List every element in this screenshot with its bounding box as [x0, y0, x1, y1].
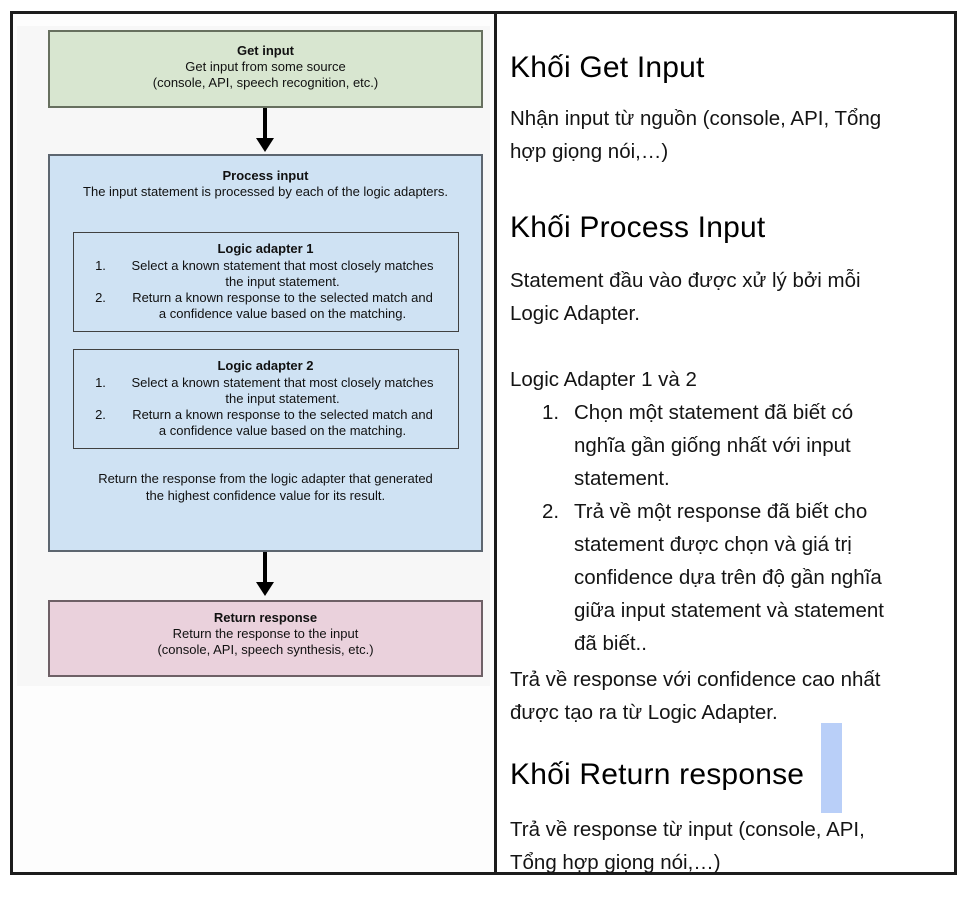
return-response-line: Return the response to the input — [172, 626, 359, 641]
two-column-table: Get input Get input from some source (co… — [10, 11, 957, 875]
flowchart-diagram[interactable]: Get input Get input from some source (co… — [13, 14, 497, 872]
logic-adapter-1-title: Logic adapter 1 — [217, 241, 314, 256]
heading-process-input: Khối Process Input — [510, 211, 766, 244]
adapter-list-item: 2. Return a known response to the select… — [95, 290, 433, 321]
adapter-list-item: 1. Select a known statement that most cl… — [95, 375, 434, 406]
heading-get-input: Khối Get Input — [510, 51, 705, 84]
return-response-title: Return response — [213, 610, 318, 625]
logic-adapter-2-title: Logic adapter 2 — [217, 358, 314, 373]
paragraph-return-response: Trả về response từ input (console, API, … — [510, 818, 865, 874]
get-input-line: Get input from some source — [185, 59, 346, 74]
process-input-title: Process input — [222, 168, 309, 183]
list-item-1: 1. Chọn một statement đã biết có nghĩa g… — [542, 401, 854, 490]
heading-return-response: Khối Return response — [510, 723, 946, 813]
get-input-line: (console, API, speech recognition, etc.) — [152, 75, 379, 90]
down-arrow-icon — [256, 552, 274, 596]
get-input-title: Get input — [236, 43, 295, 58]
collaborator-selection-highlight — [821, 723, 842, 813]
notes-column[interactable]: Khối Get Input Nhận input từ nguồn (cons… — [497, 14, 954, 874]
adapter-list-item: 2. Return a known response to the select… — [95, 407, 433, 438]
return-response-line: (console, API, speech synthesis, etc.) — [157, 642, 374, 657]
paragraph-adapters-label: Logic Adapter 1 và 2 — [510, 368, 697, 391]
list-item-2: 2. Trả về một response đã biết cho state… — [542, 500, 885, 655]
paragraph-return-summary: Trả về response với confidence cao nhất … — [510, 668, 881, 724]
numbered-list: 1. Chọn một statement đã biết có nghĩa g… — [510, 396, 946, 660]
return-response-box: Return response Return the response to t… — [48, 600, 483, 677]
logic-adapter-1-box: Logic adapter 1 1. Select a known statem… — [72, 232, 459, 332]
logic-adapter-2-box: Logic adapter 2 1. Select a known statem… — [72, 349, 459, 449]
paragraph-process-input: Statement đầu vào được xử lý bởi mỗi Log… — [510, 269, 861, 325]
down-arrow-icon — [256, 108, 274, 152]
process-input-subtitle: The input statement is processed by each… — [83, 184, 448, 199]
process-input-box: Process input The input statement is pro… — [48, 154, 483, 552]
get-input-box: Get input Get input from some source (co… — [48, 30, 483, 108]
process-footer: Return the response from the logic adapt… — [98, 471, 433, 503]
paragraph-get-input: Nhận input từ nguồn (console, API, Tổng … — [510, 107, 882, 163]
adapter-list-item: 1. Select a known statement that most cl… — [95, 258, 434, 289]
